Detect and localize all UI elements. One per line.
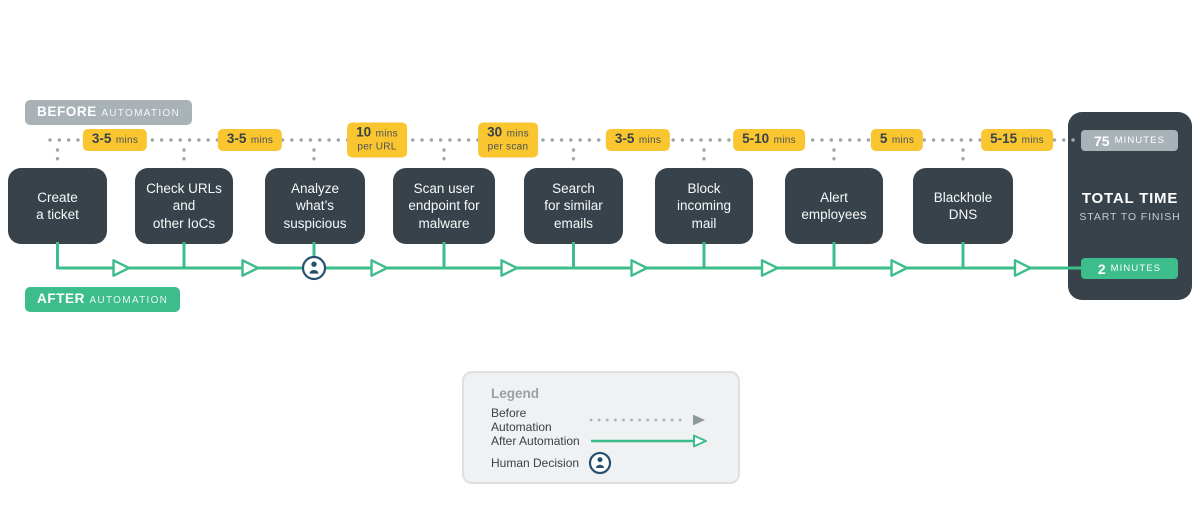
duration-value: 5 — [879, 131, 888, 146]
duration-value: 3-5 — [91, 131, 112, 146]
total-time-title: TOTAL TIME — [1081, 190, 1179, 207]
step-label: Create a ticket — [36, 189, 79, 223]
duration-value: 30 — [487, 124, 503, 140]
flow-arrow — [500, 259, 519, 277]
duration-unit: mins — [638, 135, 662, 146]
flow-arrow — [890, 259, 909, 277]
human-decision-icon — [301, 255, 327, 281]
before-automation-badge-light: AUTOMATION — [101, 108, 181, 119]
duration-value: 3-5 — [226, 131, 247, 146]
duration-unit: mins — [115, 135, 139, 146]
after-automation-badge-light: AUTOMATION — [89, 295, 169, 306]
duration-value: 5-10 — [742, 131, 770, 146]
duration-value: 5-15 — [990, 131, 1018, 146]
flow-arrow — [112, 259, 131, 277]
flow-arrow — [1013, 259, 1032, 277]
legend-label-human: Human Decision — [491, 455, 580, 470]
flow-arrow — [630, 259, 649, 277]
legend-label-after: After Automation — [491, 434, 580, 449]
legend-label-before: Before Automation — [491, 405, 552, 434]
total-before-value: 75 — [1093, 132, 1110, 149]
step-label: Scan user endpoint for malware — [408, 180, 480, 231]
step-analyze-suspicious: Analyze what’s suspicious — [265, 168, 365, 244]
step-search-emails: Search for similar emails — [524, 168, 623, 244]
step-scan-endpoint: Scan user endpoint for malware — [393, 168, 495, 244]
total-after-value: 2 — [1097, 260, 1106, 277]
step-label: Search for similar emails — [544, 180, 603, 231]
dotted-line-arrow-icon — [588, 412, 718, 428]
step-label: Alert employees — [801, 189, 867, 223]
duration-unit: mins — [891, 135, 915, 146]
duration-badge-7: 5 mins — [870, 129, 924, 151]
duration-badge-1: 3-5 mins — [82, 129, 148, 151]
duration-unit: mins — [506, 128, 529, 140]
total-before-unit: MINUTES — [1114, 135, 1166, 146]
human-decision-legend-icon — [588, 451, 718, 475]
step-create-ticket: Create a ticket — [8, 168, 107, 244]
duration-badge-8: 5-15 mins — [981, 129, 1053, 151]
step-label: Check URLs and other IoCs — [146, 180, 222, 231]
step-check-urls: Check URLs and other IoCs — [135, 168, 233, 244]
step-alert-employees: Alert employees — [785, 168, 883, 244]
duration-unit: mins — [1021, 135, 1044, 146]
automation-line — [56, 242, 1083, 270]
before-automation-badge-strong: BEFORE — [37, 104, 97, 119]
total-after-pill: 2 MINUTES — [1081, 258, 1178, 279]
total-after-unit: MINUTES — [1110, 263, 1162, 274]
duration-value: 3-5 — [614, 131, 635, 146]
duration-badge-5: 3-5 mins — [605, 129, 671, 151]
step-label: Block incoming mail — [676, 180, 732, 231]
duration-badge-6: 5-10 mins — [733, 129, 805, 151]
legend-title: Legend — [491, 386, 540, 401]
green-step-connectors — [182, 242, 965, 268]
step-label: Blackhole DNS — [933, 189, 993, 223]
duration-unit2: per URL — [357, 141, 397, 153]
total-before-pill: 75 MINUTES — [1081, 130, 1178, 151]
legend-row-before: Before Automation — [491, 405, 718, 434]
duration-unit: mins — [375, 128, 398, 140]
step-blackhole-dns: Blackhole DNS — [913, 168, 1013, 244]
duration-value: 10 — [356, 124, 372, 140]
after-automation-badge-strong: AFTER — [37, 291, 85, 306]
flow-arrow — [241, 259, 260, 277]
before-automation-badge: BEFORE AUTOMATION — [25, 100, 193, 125]
green-line-arrow-icon — [588, 433, 718, 449]
after-automation-badge: AFTER AUTOMATION — [25, 287, 181, 312]
legend: Legend Before Automation After Automatio… — [462, 371, 740, 484]
step-label: Analyze what’s suspicious — [283, 180, 347, 231]
legend-row-human: Human Decision — [491, 451, 718, 475]
flow-arrow — [370, 259, 389, 277]
total-time-subtitle: START TO FINISH — [1079, 211, 1181, 223]
step-block-mail: Block incoming mail — [655, 168, 753, 244]
legend-row-after: After Automation — [491, 431, 718, 453]
duration-unit: mins — [250, 135, 274, 146]
flow-arrows — [112, 259, 1032, 277]
duration-unit: mins — [773, 135, 796, 146]
duration-unit2: per scan — [487, 141, 529, 153]
duration-badge-2: 3-5 mins — [217, 129, 283, 151]
flow-arrow — [760, 259, 779, 277]
